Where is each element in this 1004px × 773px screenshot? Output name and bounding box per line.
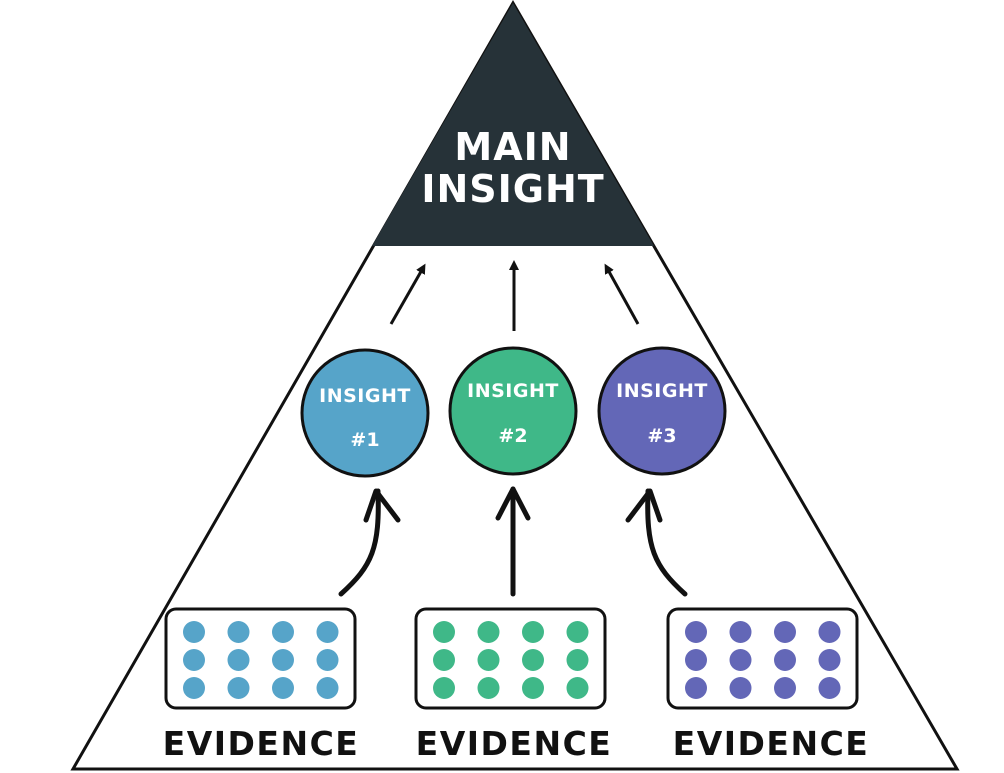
evidence-label-1: EVIDENCE [163, 724, 360, 763]
main-insight-line2: INSIGHT [421, 167, 604, 211]
insight-1-number: #1 [350, 429, 379, 451]
evidence-dot [685, 621, 707, 643]
evidence-dot [477, 677, 500, 699]
insight-node-3: INSIGHT #3 [597, 346, 727, 476]
insight-2-title: INSIGHT [467, 380, 559, 402]
evidence-dot [316, 649, 339, 671]
evidence-box-2 [414, 607, 607, 710]
evidence-dot [818, 649, 841, 671]
evidence-dot [433, 677, 455, 699]
arrow-evidence-3-to-insight-3 [645, 488, 688, 597]
arrow-insight-3-to-main [604, 263, 640, 325]
insight-2-number: #2 [498, 425, 527, 447]
evidence-dot [818, 621, 841, 643]
evidence-dot [183, 677, 205, 699]
evidence-dot [433, 649, 455, 671]
evidence-dot [774, 621, 796, 643]
arrow-evidence-1-to-insight-1 [338, 488, 381, 597]
evidence-dot [729, 677, 752, 699]
apex-triangle [372, 3, 654, 246]
insight-1-title: INSIGHT [319, 385, 411, 407]
evidence-dots-2 [433, 621, 589, 699]
evidence-dot [566, 649, 589, 671]
evidence-dot [183, 649, 205, 671]
evidence-dot [183, 621, 205, 643]
main-insight-line1: MAIN [454, 125, 571, 169]
insight-3-number: #3 [647, 425, 676, 447]
arrow-insight-1-to-main [389, 263, 426, 325]
insight-node-2: INSIGHT #2 [448, 346, 578, 476]
evidence-dot [729, 649, 752, 671]
evidence-dot [272, 649, 294, 671]
arrow-evidence-2-head [495, 486, 531, 521]
evidence-dot [316, 621, 339, 643]
evidence-dot [685, 677, 707, 699]
evidence-dot [227, 677, 250, 699]
evidence-dot [316, 677, 339, 699]
evidence-dot [477, 649, 500, 671]
arrow-evidence-1-head [363, 488, 401, 523]
evidence-label-2: EVIDENCE [416, 724, 613, 763]
evidence-dot [522, 677, 544, 699]
evidence-label-3: EVIDENCE [673, 724, 870, 763]
evidence-dots-1 [183, 621, 339, 699]
evidence-dot [433, 621, 455, 643]
evidence-dot [272, 621, 294, 643]
arrow-evidence-3-head [625, 488, 663, 523]
insight-3-title: INSIGHT [616, 380, 708, 402]
evidence-dot [522, 621, 544, 643]
evidence-dots-3 [685, 621, 841, 699]
evidence-dot [685, 649, 707, 671]
evidence-dot [566, 677, 589, 699]
evidence-dot [566, 621, 589, 643]
evidence-dot [227, 649, 250, 671]
evidence-dot [818, 677, 841, 699]
evidence-dot [272, 677, 294, 699]
evidence-box-1 [164, 607, 357, 710]
evidence-dot [774, 649, 796, 671]
evidence-dot [522, 649, 544, 671]
evidence-box-3 [666, 607, 859, 710]
insight-node-1: INSIGHT #1 [300, 348, 430, 478]
evidence-dot [227, 621, 250, 643]
evidence-dot [729, 621, 752, 643]
evidence-dot [477, 621, 500, 643]
evidence-dot [774, 677, 796, 699]
